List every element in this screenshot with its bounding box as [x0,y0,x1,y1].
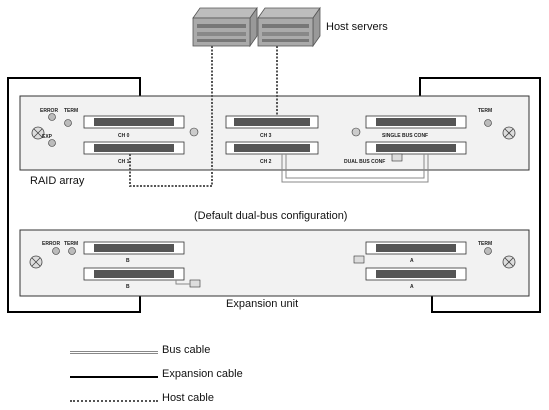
exp-b-top-label: B [126,258,130,264]
legend-host-label: Host cable [162,392,214,404]
exp-a-top-label: A [410,258,414,264]
dual-bus-conf-label: DUAL BUS CONF [344,159,385,165]
ch3-label: CH 3 [260,133,272,139]
single-bus-conf-label: SINGLE BUS CONF [382,133,428,139]
exp-a-bottom-label: A [410,284,414,290]
ch2-label: CH 2 [260,159,272,165]
raid-exp-label: EXP [42,134,53,140]
raid-term-right-label: TERM [478,108,492,114]
legend-expansion: Expansion cable [70,368,330,386]
raid-error-label: ERROR [40,108,58,114]
raid-array-panel [19,95,530,171]
legend-bus: Bus cable [70,344,330,362]
exp-term-left-label: TERM [64,241,78,247]
raid-term-left-label: TERM [64,108,78,114]
config-label: (Default dual-bus configuration) [194,210,347,222]
expansion-cable-swatch [70,376,158,378]
legend-host: Host cable [70,392,330,410]
legend-bus-label: Bus cable [162,344,211,356]
host-server-1 [192,6,258,48]
bus-cable-swatch [70,351,158,354]
host-cable-1 [129,46,213,187]
host-server-2 [257,6,321,48]
raid-array-label: RAID array [30,175,85,187]
bus-cable-raid-inner [285,154,425,179]
expansion-unit-panel [19,229,530,297]
bus-cable-raid [281,154,429,183]
expansion-cable-right [419,77,541,313]
host-cable-swatch [70,400,158,402]
exp-error-label: ERROR [42,241,60,247]
host-servers-label: Host servers [326,21,388,33]
exp-term-right-label: TERM [478,241,492,247]
legend-expansion-label: Expansion cable [162,368,243,380]
ch0-label: CH 0 [118,133,130,139]
expansion-unit-label: Expansion unit [226,298,298,310]
bus-cable-expansion [175,280,190,285]
ch1-label: CH 1 [118,159,130,165]
expansion-cable-left [7,77,141,313]
exp-b-bottom-label: B [126,284,130,290]
